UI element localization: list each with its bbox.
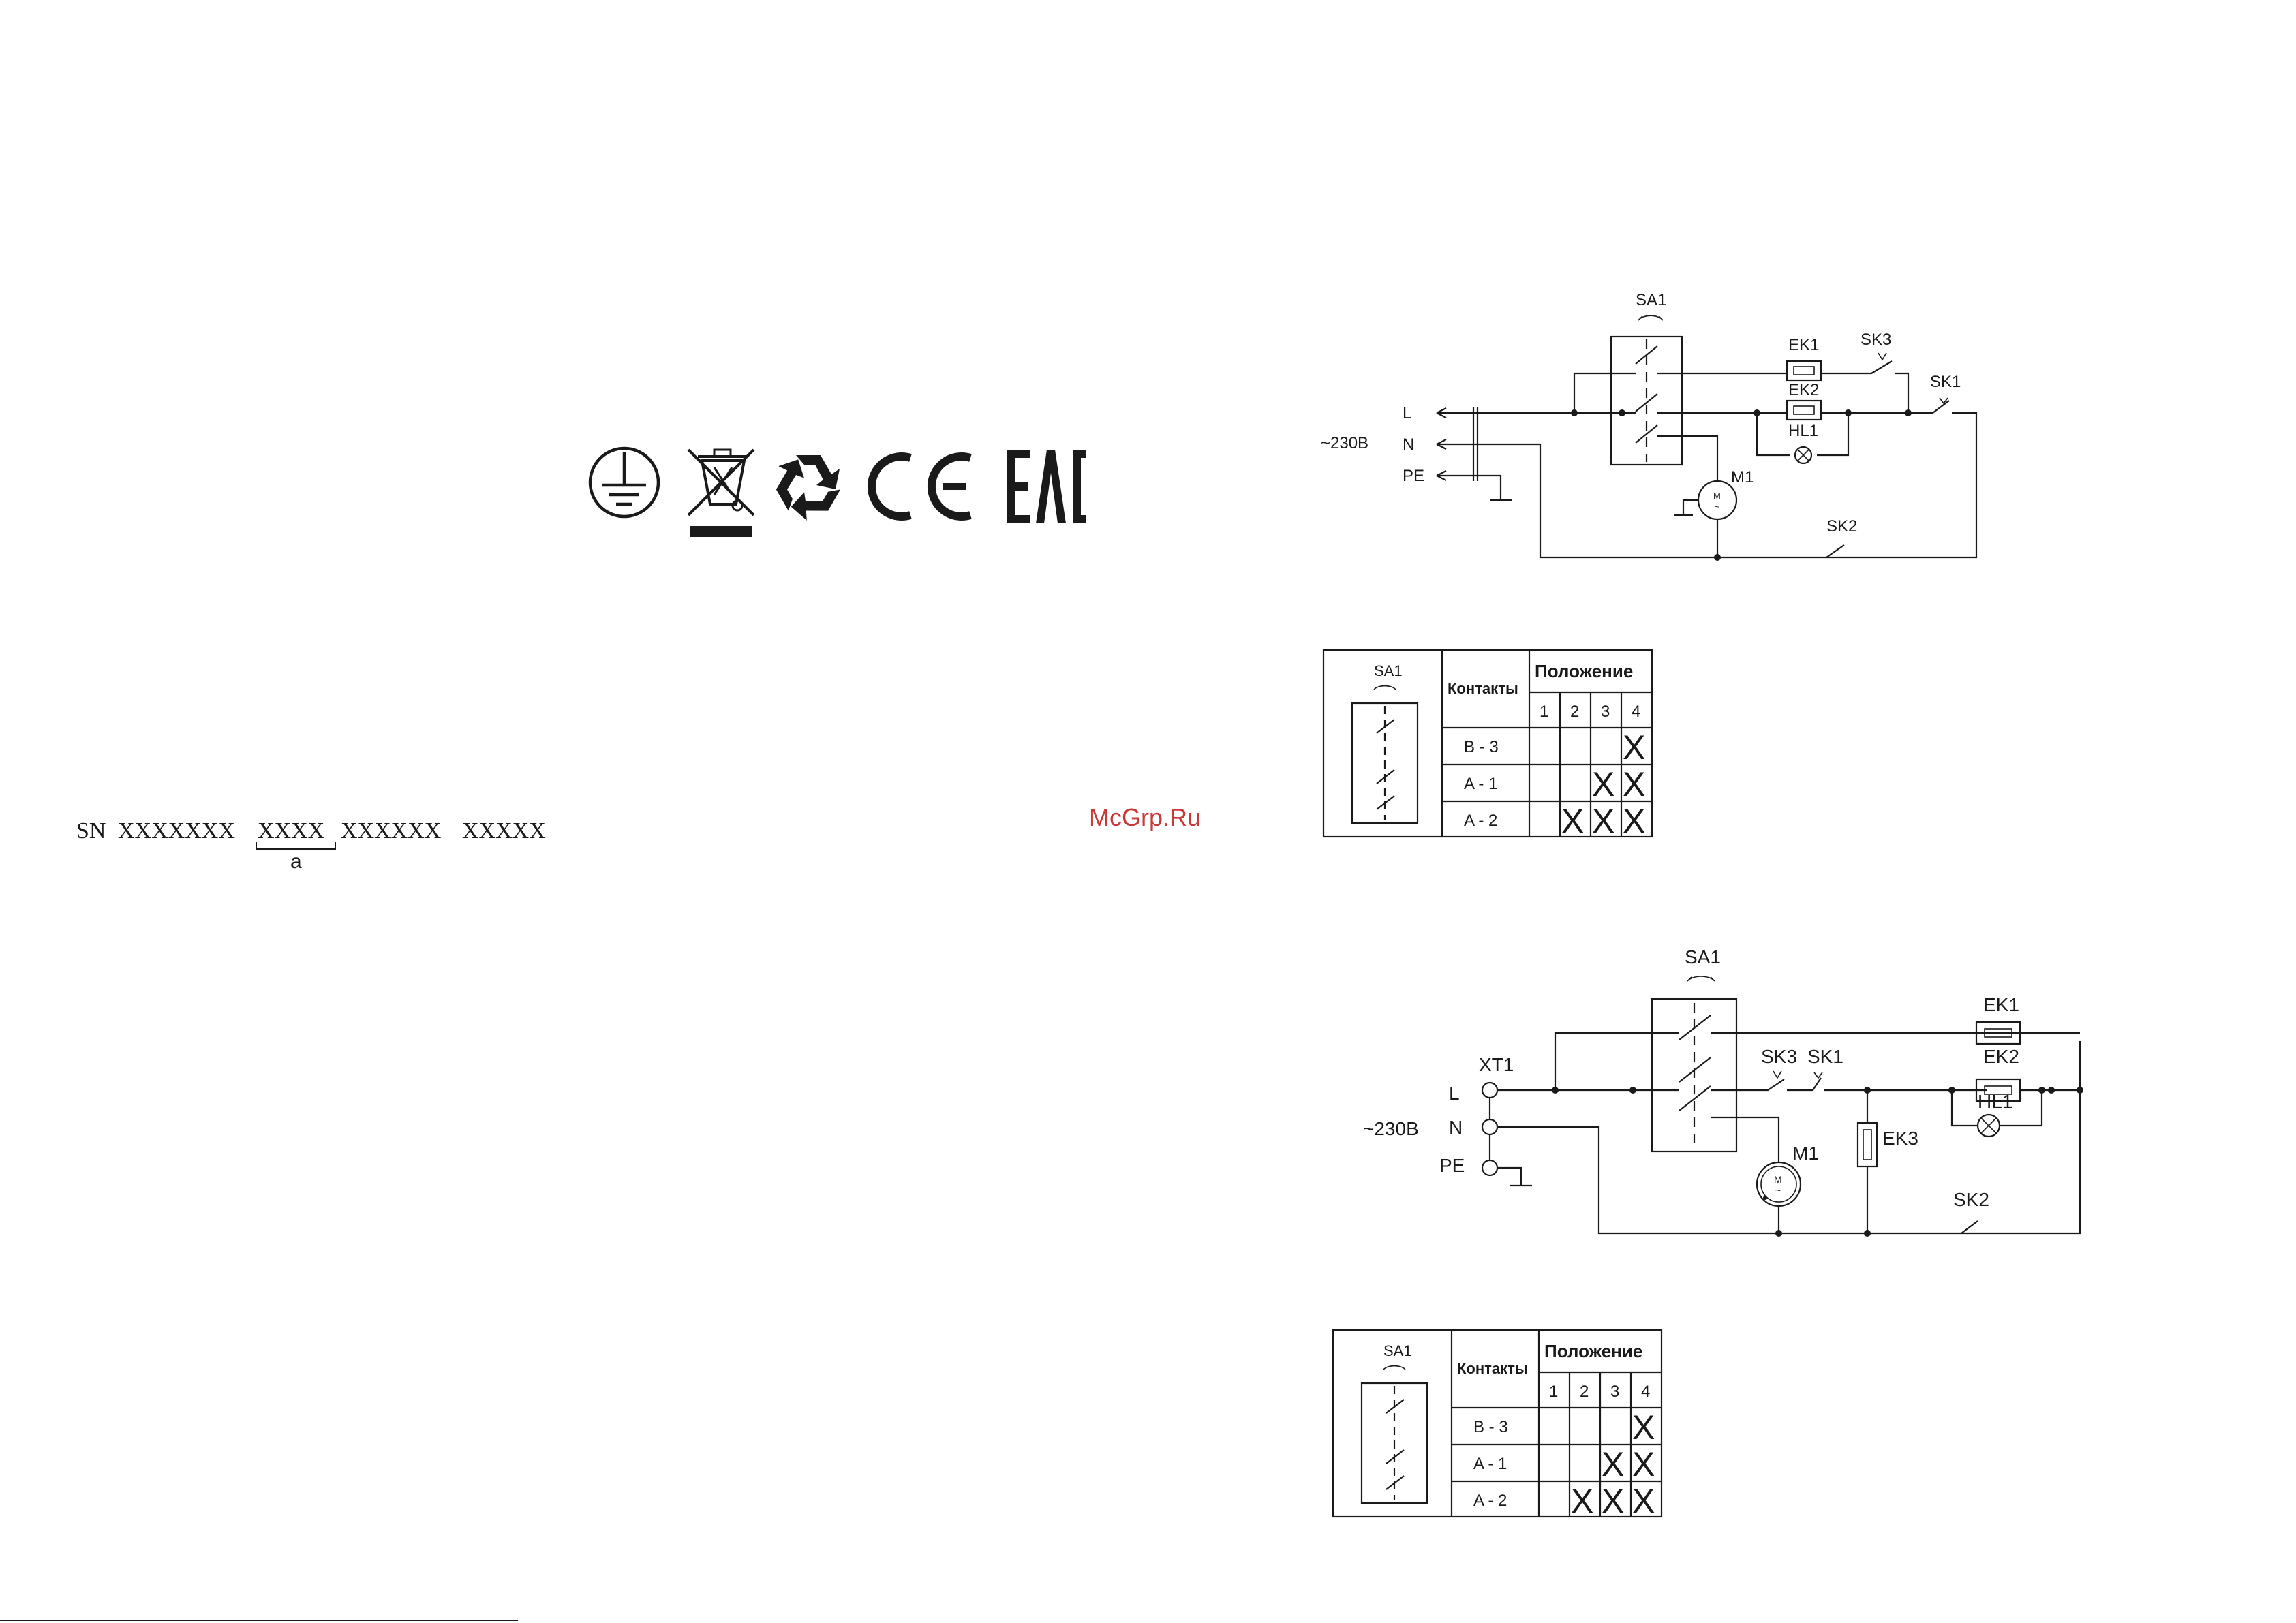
s2-sk1-label: SK1 bbox=[1807, 1046, 1843, 1067]
serial-group-3: XXXXXX bbox=[341, 818, 441, 844]
serial-prefix: SN bbox=[76, 818, 106, 844]
t1-position-header: Положение bbox=[1535, 661, 1633, 681]
svg-text:M: M bbox=[1774, 1174, 1782, 1185]
s1-ek1-label: EK1 bbox=[1788, 336, 1819, 354]
s2-ek1-label: EK1 bbox=[1983, 994, 2019, 1015]
t1-mark-r1-p4: X bbox=[1623, 728, 1645, 767]
protective-earth-icon bbox=[590, 448, 658, 516]
t2-pos-1: 1 bbox=[1549, 1382, 1558, 1401]
s1-ek2-label: EK2 bbox=[1788, 381, 1819, 399]
s2-sa1-label: SA1 bbox=[1685, 946, 1721, 968]
serial-group-1: XXXXXXX bbox=[118, 818, 235, 844]
s2-hl1-label: HL1 bbox=[1978, 1091, 2012, 1112]
s2-sensor-sk1 bbox=[1813, 1078, 1987, 1090]
s2-terminal-N: N bbox=[1449, 1117, 1463, 1138]
s2-terminal-N-point bbox=[1482, 1119, 1497, 1134]
t2-pos-3: 3 bbox=[1610, 1382, 1619, 1401]
schematic-1: ~230В L N PE SA1 EK1 EK2 bbox=[1321, 291, 1976, 561]
t2-pos-2: 2 bbox=[1580, 1382, 1589, 1401]
s2-xt1-label: XT1 bbox=[1479, 1054, 1514, 1075]
t1-row-3-contact: A - 2 bbox=[1464, 812, 1497, 830]
weee-bin-icon bbox=[688, 450, 754, 537]
s1-wire-PE bbox=[1437, 471, 1501, 500]
certification-icons bbox=[590, 448, 1086, 537]
t2-mark-r3-p3: X bbox=[1602, 1482, 1624, 1520]
svg-text:~: ~ bbox=[1775, 1185, 1781, 1196]
t2-mark-r2-p3: X bbox=[1602, 1445, 1624, 1483]
t2-row-3-contact: A - 2 bbox=[1473, 1491, 1507, 1510]
s1-hl1-label: HL1 bbox=[1788, 422, 1818, 440]
s1-sk1-label: SK1 bbox=[1930, 373, 1961, 391]
t2-row-2-contact: A - 1 bbox=[1473, 1455, 1507, 1473]
s1-supply-label: ~230В bbox=[1321, 434, 1368, 452]
t1-mark-r2-p4: X bbox=[1623, 765, 1645, 803]
t1-mark-r3-p3: X bbox=[1592, 802, 1614, 840]
t2-mark-r3-p4: X bbox=[1632, 1482, 1655, 1520]
s1-wire-L bbox=[1437, 408, 1574, 418]
s2-supply-label: ~230В bbox=[1363, 1118, 1419, 1139]
watermark: McGrp.Ru bbox=[1089, 803, 1201, 831]
t2-position-header: Положение bbox=[1544, 1341, 1642, 1361]
t1-pos-2: 2 bbox=[1570, 702, 1579, 721]
t2-contacts-header: Контакты bbox=[1457, 1360, 1528, 1377]
s1-sensor-sk3 bbox=[1821, 361, 1908, 413]
s2-m1-label: M1 bbox=[1792, 1143, 1819, 1164]
s2-terminal-L: L bbox=[1449, 1083, 1460, 1104]
s1-terminal-L: L bbox=[1403, 404, 1411, 422]
s1-sk2-label: SK2 bbox=[1826, 517, 1857, 536]
t1-row-1-contact: B - 3 bbox=[1464, 738, 1499, 756]
t2-switch-label: SA1 bbox=[1383, 1342, 1412, 1359]
schematic-2: ~230В XT1 L N PE SA1 SK3 SK bbox=[1363, 946, 2083, 1237]
s2-terminal-L-point bbox=[1482, 1083, 1497, 1098]
s1-m1-label: M1 bbox=[1731, 468, 1754, 486]
serial-number: SN XXXXXXX XXXX XXXXXX XXXXX a bbox=[76, 818, 546, 873]
s2-sk2-label: SK2 bbox=[1953, 1189, 1989, 1210]
s2-terminal-PE-point bbox=[1482, 1160, 1497, 1175]
s2-sensor-sk2 bbox=[1961, 1221, 1978, 1233]
s1-sensor-sk1 bbox=[1821, 401, 1976, 413]
svg-text:M: M bbox=[1713, 491, 1721, 501]
t1-contacts-header: Контакты bbox=[1448, 680, 1518, 697]
t1-pos-3: 3 bbox=[1601, 702, 1610, 721]
switch-table-2: SA1 Контакты Положение 1 2 3 4 B - 3 A -… bbox=[1333, 1330, 1662, 1520]
s1-terminal-N: N bbox=[1403, 435, 1414, 454]
t1-switch-label: SA1 bbox=[1374, 662, 1403, 679]
t1-mark-r3-p4: X bbox=[1623, 802, 1645, 840]
s1-terminal-PE: PE bbox=[1403, 467, 1424, 485]
t2-mark-r2-p4: X bbox=[1632, 1445, 1655, 1483]
s1-sa1-label: SA1 bbox=[1636, 291, 1666, 309]
s2-sk3-label: SK3 bbox=[1761, 1046, 1797, 1067]
t2-mark-r1-p4: X bbox=[1632, 1408, 1655, 1447]
s1-sk3-label: SK3 bbox=[1861, 330, 1891, 349]
switch-table-1: SA1 Контакты Положение 1 2 3 4 B - 3 A -… bbox=[1323, 650, 1652, 840]
recycle-icon bbox=[767, 455, 840, 527]
s2-terminal-PE: PE bbox=[1439, 1155, 1465, 1176]
t2-row-1-contact: B - 3 bbox=[1473, 1418, 1508, 1436]
t1-pos-4: 4 bbox=[1632, 702, 1640, 721]
t2-mark-r3-p2: X bbox=[1571, 1482, 1593, 1520]
t1-pos-1: 1 bbox=[1540, 702, 1548, 721]
t1-mark-r2-p3: X bbox=[1592, 765, 1614, 803]
serial-bracket-label: a bbox=[290, 850, 302, 873]
s1-heater-ek2 bbox=[1787, 401, 1821, 420]
t1-row-2-contact: A - 1 bbox=[1464, 775, 1497, 793]
t1-mark-r3-p2: X bbox=[1561, 802, 1584, 840]
s2-sensor-sk3 bbox=[1765, 1079, 1813, 1090]
s2-ek2-label: EK2 bbox=[1983, 1046, 2019, 1067]
svg-text:~: ~ bbox=[1715, 501, 1720, 512]
s1-wire-N bbox=[1437, 439, 1540, 449]
s1-heater-ek1 bbox=[1787, 361, 1821, 380]
eac-mark-icon bbox=[1007, 450, 1086, 523]
serial-group-2: XXXX bbox=[258, 818, 324, 844]
s1-sensor-sk2 bbox=[1826, 545, 1844, 557]
s2-ek3-label: EK3 bbox=[1882, 1128, 1918, 1149]
ce-mark-icon bbox=[872, 457, 970, 516]
serial-group-4: XXXXX bbox=[462, 818, 546, 844]
t2-pos-4: 4 bbox=[1641, 1382, 1650, 1401]
